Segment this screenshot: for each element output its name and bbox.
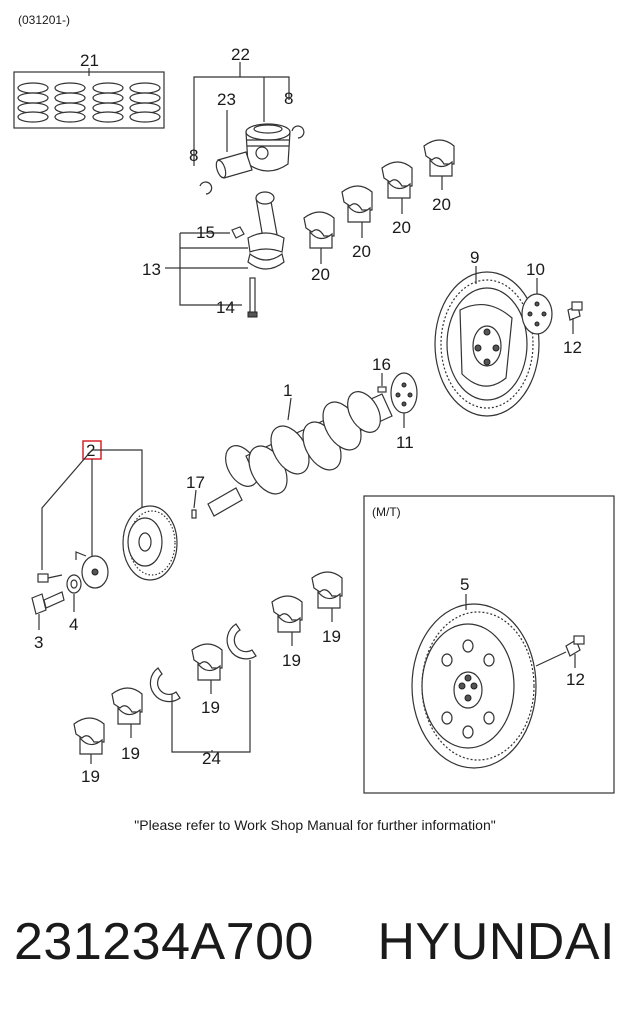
callout-5[interactable]: 5 — [460, 575, 469, 594]
snap-ring-right[interactable] — [291, 125, 305, 139]
manual-flywheel[interactable] — [411, 603, 537, 769]
callout-20-c[interactable]: 20 — [392, 218, 411, 237]
callout-19-b[interactable]: 19 — [121, 744, 140, 763]
flywheel-adapter-plate[interactable] — [521, 293, 553, 335]
ring-stack-2 — [54, 82, 86, 123]
pulley-small-bolt[interactable] — [37, 573, 63, 583]
callout-20-d[interactable]: 20 — [432, 195, 451, 214]
callout-10[interactable]: 10 — [526, 260, 545, 279]
connecting-rod-bolt[interactable] — [247, 277, 258, 318]
thrust-washer-b[interactable] — [226, 623, 257, 660]
thrust-washer-a[interactable] — [149, 667, 181, 703]
callout-19-e[interactable]: 19 — [322, 627, 341, 646]
callout-4[interactable]: 4 — [69, 615, 78, 634]
connecting-rod-cap[interactable] — [247, 252, 285, 270]
bearing-shell-20-d[interactable] — [423, 139, 455, 177]
callout-1[interactable]: 1 — [283, 381, 292, 400]
bearing-shell-19-c[interactable] — [191, 643, 223, 681]
callout-9[interactable]: 9 — [470, 248, 479, 267]
brand-name: HYUNDAI — [377, 913, 615, 971]
inset-title: (M/T) — [372, 505, 401, 519]
piston[interactable] — [245, 123, 291, 172]
callout-12-bottom[interactable]: 12 — [566, 670, 585, 689]
bearing-shell-20-b[interactable] — [341, 185, 373, 223]
ring-stack-1 — [17, 82, 49, 123]
drive-plate-flywheel[interactable] — [434, 271, 540, 417]
callout-19-a[interactable]: 19 — [81, 767, 100, 786]
pulley-washer[interactable] — [66, 574, 82, 594]
snap-ring-left[interactable] — [199, 181, 213, 195]
callout-21[interactable]: 21 — [80, 51, 99, 70]
bearing-shell-19-b[interactable] — [111, 687, 143, 725]
woodruff-key[interactable] — [191, 509, 197, 519]
piston-ring-set[interactable] — [13, 71, 165, 129]
callout-2[interactable]: 2 — [86, 441, 95, 460]
crankshaft[interactable] — [207, 386, 393, 517]
callout-8-left[interactable]: 8 — [189, 146, 198, 165]
callout-17[interactable]: 17 — [186, 473, 205, 492]
crankshaft-sprocket[interactable] — [390, 372, 418, 414]
callout-24[interactable]: 24 — [202, 749, 221, 768]
crankshaft-pulley-bolt[interactable] — [31, 591, 65, 615]
date-code: (031201-) — [18, 13, 70, 27]
callout-15[interactable]: 15 — [196, 223, 215, 242]
callout-8-right[interactable]: 8 — [284, 89, 293, 108]
part-footer: 231234A700 HYUNDAI — [0, 902, 629, 982]
callout-16[interactable]: 16 — [372, 355, 391, 374]
flywheel-bolt-at[interactable] — [567, 301, 583, 321]
callout-19-c[interactable]: 19 — [201, 698, 220, 717]
piston-pin[interactable] — [214, 151, 253, 179]
exploded-parts-diagram: (031201-) 21 22 23 8 8 — [13, 13, 615, 833]
callout-22[interactable]: 22 — [231, 45, 250, 64]
bearing-shell-19-e[interactable] — [311, 571, 343, 609]
callout-20-a[interactable]: 20 — [311, 265, 330, 284]
part-number: 231234A700 — [14, 913, 314, 971]
ring-stack-4 — [129, 82, 161, 123]
bearing-shell-20-c[interactable] — [381, 161, 413, 199]
callout-13[interactable]: 13 — [142, 260, 161, 279]
callout-3[interactable]: 3 — [34, 633, 43, 652]
bearing-shell-19-a[interactable] — [73, 717, 105, 755]
bearing-shell-20-a[interactable] — [303, 211, 335, 249]
flywheel-bolt-mt[interactable] — [565, 635, 585, 657]
crank-webs — [248, 391, 381, 495]
workshop-note: "Please refer to Work Shop Manual for fu… — [134, 817, 495, 833]
dowel-pin[interactable] — [377, 386, 387, 393]
callout-12-top[interactable]: 12 — [563, 338, 582, 357]
callout-19-d[interactable]: 19 — [282, 651, 301, 670]
pulley-hub[interactable] — [75, 551, 109, 589]
damper-pulley[interactable] — [122, 505, 178, 581]
callout-11[interactable]: 11 — [396, 433, 414, 452]
connecting-rod-nut[interactable] — [231, 226, 245, 239]
ring-stack-3 — [92, 82, 124, 123]
callout-20-b[interactable]: 20 — [352, 242, 371, 261]
callout-23[interactable]: 23 — [217, 90, 236, 109]
callout-14[interactable]: 14 — [216, 298, 235, 317]
connecting-rod[interactable] — [247, 191, 285, 253]
bearing-shell-19-d[interactable] — [271, 595, 303, 633]
